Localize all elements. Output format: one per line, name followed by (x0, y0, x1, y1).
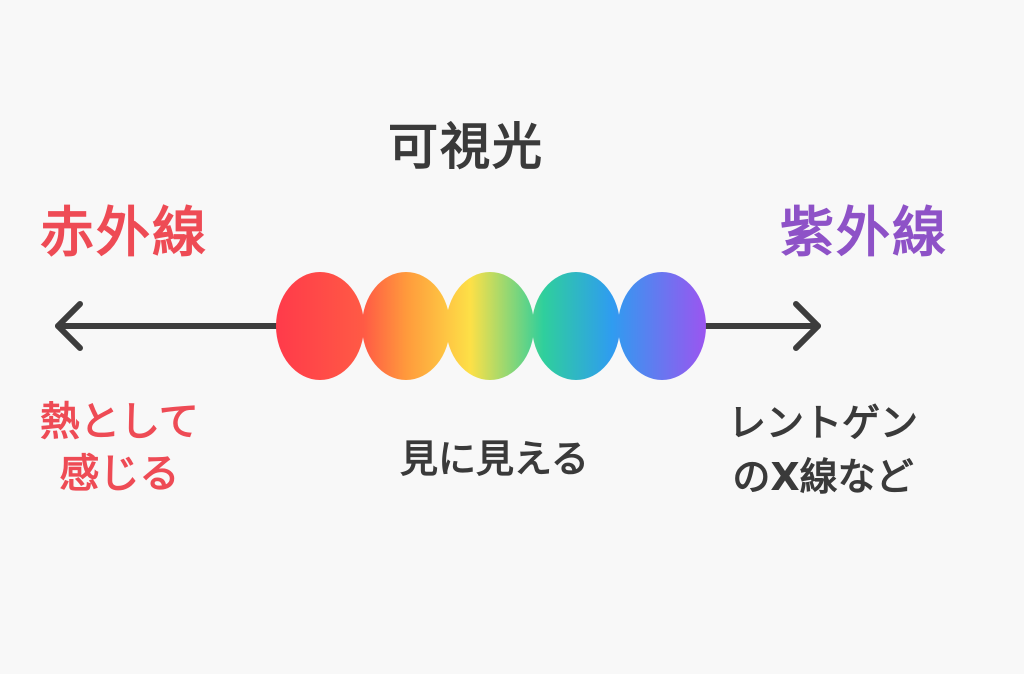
ultraviolet-description-line-2: のX線など (732, 455, 914, 499)
arrow-left-icon (55, 301, 83, 351)
ultraviolet-description-line-1: レントゲン (728, 401, 919, 445)
ultraviolet-label: 紫外線 (780, 201, 948, 264)
infrared-description-line-1: 熱として (40, 399, 199, 445)
spectrum-blob-orange (362, 272, 450, 380)
infrared-description: 熱として 感じる (40, 396, 199, 500)
spectrum-blob-cyan-blue (532, 272, 620, 380)
arrow-right-icon (793, 301, 821, 351)
ultraviolet-description: レントゲン のX線など (728, 396, 918, 504)
spectrum-blob-violet (618, 272, 706, 380)
visible-light-band (276, 272, 706, 380)
infrared-label: 赤外線 (40, 201, 208, 264)
infrared-description-line-2: 感じる (59, 451, 180, 497)
spectrum-blob-yellow-green (446, 272, 534, 380)
spectrum-blob-red (276, 272, 364, 380)
visible-light-title: 可視光 (388, 118, 544, 176)
visible-light-description: 見に見える (400, 437, 589, 481)
